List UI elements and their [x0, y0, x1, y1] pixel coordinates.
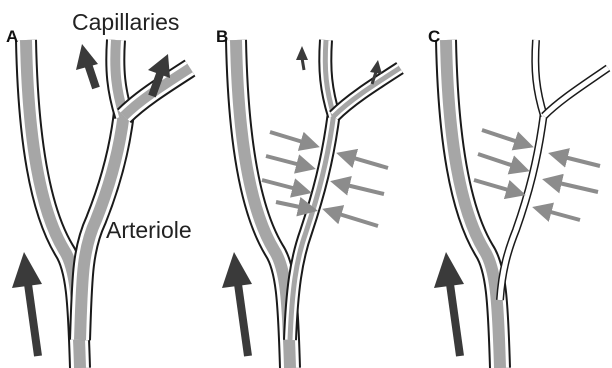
- panel-c-pressure-arrow-2: [478, 154, 526, 170]
- panel-b-pressure-arrow-7: [326, 210, 378, 226]
- panel-c-vessel: [446, 40, 608, 368]
- panel-c-pressure-arrow-4: [552, 154, 600, 166]
- panel-a-flow-arrow-capillary-left: [76, 44, 98, 88]
- panel-b: B: [216, 27, 400, 368]
- panel-b-letter: B: [216, 27, 228, 46]
- panel-b-pressure-arrow-3: [262, 180, 308, 192]
- panel-b-flow-arrow-capillary-left: [296, 46, 308, 70]
- panel-c-letter: C: [428, 27, 440, 46]
- arteriole-label: Arteriole: [106, 217, 192, 243]
- panel-c-pressure-arrow-6: [536, 208, 580, 220]
- panel-b-pressure-arrow-1: [270, 132, 316, 146]
- panel-c-pressure-arrow-1: [482, 130, 530, 146]
- panel-a-vessel: [26, 40, 190, 368]
- panel-b-flow-arrow-main: [222, 252, 252, 356]
- panel-a-letter: A: [6, 27, 18, 46]
- panel-a: A Capillaries Arteriole: [6, 9, 192, 368]
- panel-c-pressure-arrow-3: [474, 180, 522, 194]
- capillaries-label: Capillaries: [72, 9, 179, 35]
- panel-c: C: [428, 27, 608, 368]
- panel-b-pressure-arrow-6: [334, 182, 384, 194]
- panel-a-flow-arrow-main: [12, 252, 42, 356]
- panel-c-pressure-arrow-5: [546, 180, 598, 192]
- panel-b-pressure-arrow-5: [340, 154, 388, 168]
- panel-b-pressure-arrow-2: [266, 156, 312, 168]
- panel-c-flow-arrow-main: [434, 252, 464, 356]
- panel-b-vessel: [236, 40, 400, 368]
